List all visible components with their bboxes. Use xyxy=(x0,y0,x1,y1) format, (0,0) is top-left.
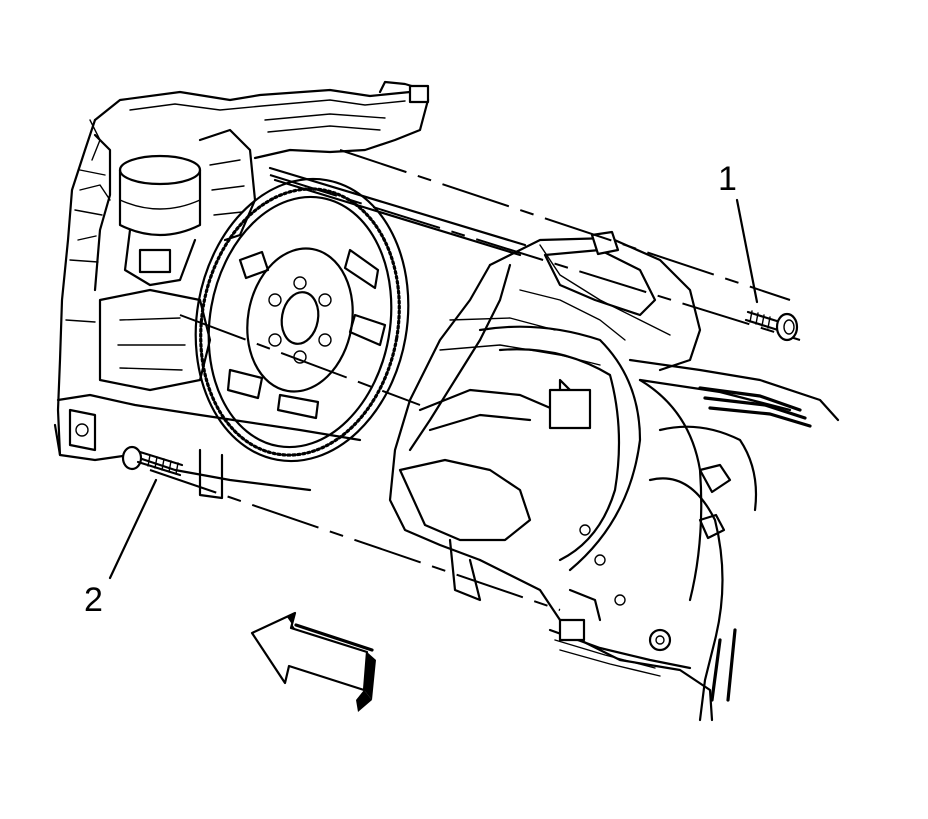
alignment-lines xyxy=(149,149,801,611)
bolt-upper xyxy=(735,198,799,342)
transmission xyxy=(388,230,840,722)
bolt-lower xyxy=(108,445,184,580)
engine-block xyxy=(53,80,430,500)
callout-label-2: 2 xyxy=(84,581,103,619)
callout-label-1: 1 xyxy=(718,160,737,198)
flywheel xyxy=(194,177,410,463)
arrow-left-icon xyxy=(250,611,376,712)
